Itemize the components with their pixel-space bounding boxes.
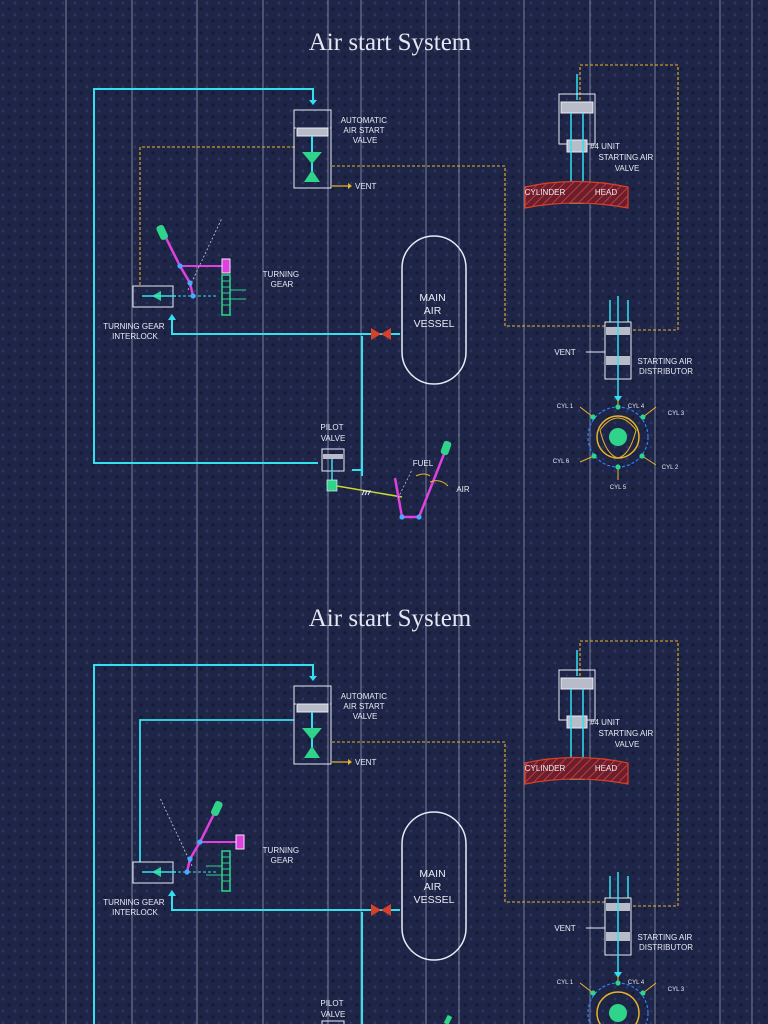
- head-label: HEAD: [595, 188, 617, 197]
- head-label: HEAD: [595, 764, 617, 773]
- interlock-label: TURNING GEAR INTERLOCK: [103, 898, 167, 917]
- pilot-label: PILOT VALVE: [320, 423, 345, 443]
- main-air-vessel: MAIN AIR VESSEL: [401, 811, 467, 961]
- cyl1-label: CYL 1: [557, 404, 574, 410]
- vessel-label: MAIN AIR VESSEL: [414, 868, 455, 906]
- diagram-panel-1: Air start System: [93, 29, 694, 520]
- air-supply-lines: [93, 74, 629, 476]
- turning-gear-label: TURNING GEAR: [263, 270, 302, 289]
- unit4-starting-air-valve: #4 UNIT STARTING AIR VALVE CYLINDER HEAD: [524, 93, 655, 209]
- cyl5-label: CYL 5: [610, 485, 627, 491]
- automatic-air-start-valve: AUTOMATIC AIR START VALVE VENT: [293, 685, 390, 767]
- vent-label: VENT: [554, 924, 575, 933]
- diagram-title: Air start System: [309, 605, 472, 632]
- fuel-air-lever: FUEL AIR: [393, 440, 470, 520]
- distributor-label: STARTING AIR DISTRIBUTOR: [637, 933, 694, 952]
- fuel-label: FUEL: [413, 459, 434, 468]
- turning-gear-interlock: TURNING GEAR TURNING GEAR INTERLOCK: [103, 797, 302, 917]
- flow-arrow-icon: [309, 100, 317, 105]
- cyl2-label: CYL 2: [662, 465, 679, 471]
- cyl4-label: CYL 4: [628, 404, 645, 410]
- vent-label: VENT: [355, 182, 376, 191]
- background-gridlines: [65, 0, 753, 1024]
- vent-label: VENT: [355, 758, 376, 767]
- vessel-label: MAIN AIR VESSEL: [414, 292, 455, 330]
- auto-valve-label: AUTOMATIC AIR START VALVE: [341, 116, 390, 145]
- auto-valve-label: AUTOMATIC AIR START VALVE: [341, 692, 390, 721]
- vent-label: VENT: [554, 348, 575, 357]
- isolation-valve-icon: [371, 904, 391, 916]
- starting-air-distributor: VENT STARTING AIR DISTRIBUTOR: [554, 872, 694, 978]
- isolation-valve-icon: [371, 328, 391, 340]
- pilot-label: PILOT VALVE: [320, 999, 345, 1019]
- distributor-rotor: CYL 1 CYL 4 CYL 3: [557, 976, 685, 1024]
- interlock-air-line: [139, 719, 294, 862]
- unit4-label: #4 UNIT STARTING AIR VALVE: [590, 142, 655, 173]
- cylinder-label: CYLINDER: [525, 188, 566, 197]
- signal-lines: [139, 64, 679, 331]
- flow-arrow-icon: [309, 676, 317, 681]
- cyl3-label: CYL 3: [668, 987, 685, 993]
- distributor-label: STARTING AIR DISTRIBUTOR: [637, 357, 694, 376]
- cylinder-label: CYLINDER: [525, 764, 566, 773]
- signal-lines: [332, 640, 679, 907]
- cyl1-label: CYL 1: [557, 980, 574, 986]
- turning-gear-interlock: TURNING GEAR TURNING GEAR INTERLOCK: [103, 217, 302, 341]
- cyl4-label: CYL 4: [628, 980, 645, 986]
- flow-arrow-icon: [168, 890, 176, 896]
- diagram-panel-2: Air start System AUTOMA: [93, 605, 694, 1024]
- starting-air-distributor: VENT STARTING AIR DISTRIBUTOR: [554, 296, 694, 402]
- cyl6-label: CYL 6: [553, 459, 570, 465]
- distributor-rotor: CYL 1 CYL 4 CYL 3 CYL 6 CYL 2 CYL 5: [553, 400, 685, 491]
- cyl3-label: CYL 3: [668, 411, 685, 417]
- flow-arrow-icon: [168, 314, 176, 320]
- air-supply-lines: [93, 650, 629, 1024]
- pilot-valve: PILOT VALVE: [320, 423, 403, 498]
- main-air-vessel: MAIN AIR VESSEL: [401, 235, 467, 385]
- unit4-label: #4 UNIT STARTING AIR VALVE: [590, 718, 655, 749]
- diagram-title: Air start System: [309, 29, 472, 56]
- pilot-valve: PILOT VALVE: [320, 999, 453, 1024]
- automatic-air-start-valve: AUTOMATIC AIR START VALVE VENT: [293, 109, 390, 191]
- turning-gear-label: TURNING GEAR: [263, 846, 302, 865]
- unit4-starting-air-valve: #4 UNIT STARTING AIR VALVE CYLINDER HEAD: [524, 669, 655, 785]
- interlock-label: TURNING GEAR INTERLOCK: [103, 322, 167, 341]
- air-label: AIR: [456, 485, 470, 494]
